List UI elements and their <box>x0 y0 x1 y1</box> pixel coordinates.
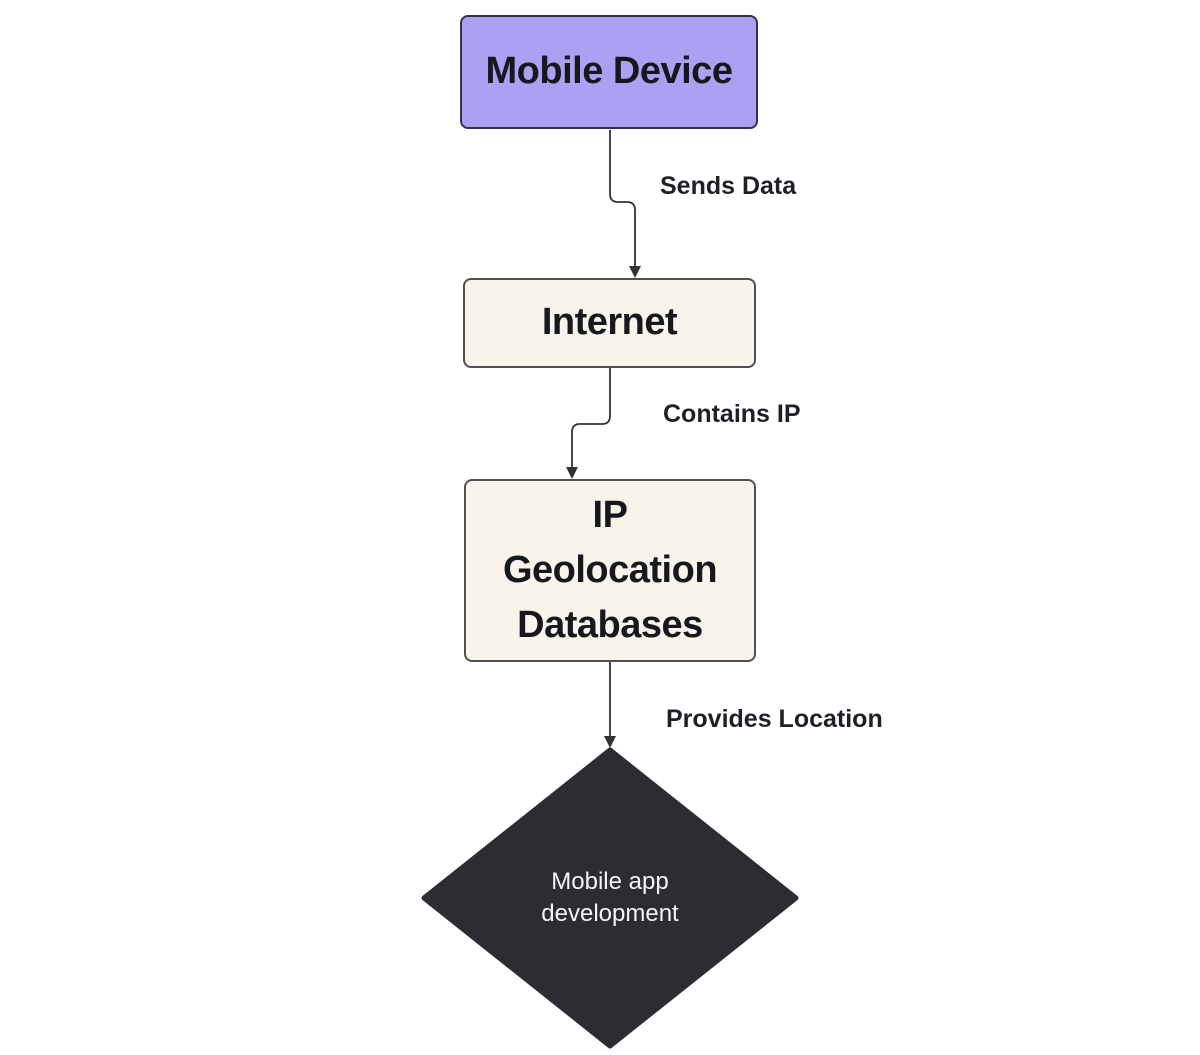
edge-mobile-device-internet <box>609 130 636 266</box>
arrowhead-mobile-device-internet <box>629 266 641 278</box>
node-mobile-app-development-shape <box>421 747 799 1049</box>
node-mobile-device-label: Mobile Device <box>485 50 733 93</box>
arrowhead-ip-geolocation-mobile-app <box>604 736 616 748</box>
node-mobile-device: Mobile Device <box>460 15 758 129</box>
node-ip-geolocation-databases-label: IP Geolocation Databases <box>502 493 718 647</box>
arrowhead-internet-ip-geolocation <box>566 467 578 479</box>
node-internet: Internet <box>463 278 756 368</box>
node-ip-geolocation-databases: IP Geolocation Databases <box>464 479 756 662</box>
edge-label-provides-location: Provides Location <box>666 705 883 733</box>
edge-internet-ip-geolocation <box>571 368 611 467</box>
edge-label-sends-data: Sends Data <box>660 172 797 200</box>
node-mobile-app-development-label: Mobile app development <box>541 867 679 927</box>
node-internet-label: Internet <box>541 301 678 344</box>
edge-label-contains-ip: Contains IP <box>663 400 801 428</box>
